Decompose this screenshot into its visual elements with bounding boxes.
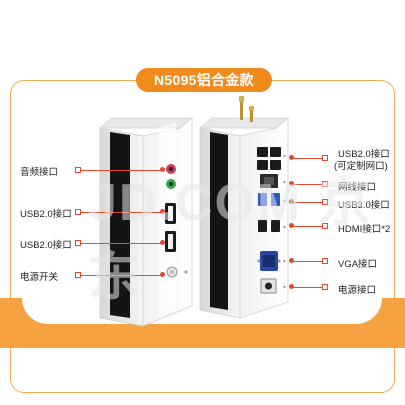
callout-dot-usb3	[289, 199, 294, 204]
label-vga-port: VGA接口	[338, 259, 378, 270]
label-power-switch: 电源开关	[20, 272, 59, 283]
callout-box-usb-2	[75, 240, 81, 246]
callout-box-usb3	[322, 199, 328, 205]
callout-dot-power-switch	[160, 272, 165, 277]
label-usb2-rear-note: (可定制网口)	[334, 161, 388, 172]
callout-line-usb2-rear	[293, 158, 323, 159]
callout-line-hdmi	[293, 226, 323, 227]
callout-box-vga	[322, 258, 328, 264]
callout-dot-usb2-rear	[289, 155, 294, 160]
callout-box-hdmi	[322, 223, 328, 229]
callout-box-power-switch	[75, 272, 81, 278]
callout-box-lan	[322, 181, 328, 187]
device-right: ▪ ▪ ▪ ▪ ▪ ▪	[198, 96, 290, 319]
label-lan-port: 网线接口	[338, 182, 377, 193]
svg-text:▪: ▪	[283, 179, 286, 184]
callout-line-usb-1	[81, 212, 161, 213]
label-hdmi-port: HDMI接口*2	[338, 224, 391, 235]
callout-dot-usb-1	[160, 209, 165, 214]
label-usb2-rear: USB2.0接口	[338, 149, 390, 160]
callout-line-power-switch	[81, 275, 161, 276]
callout-dot-hdmi	[289, 223, 294, 228]
device-left	[98, 117, 194, 327]
callout-line-usb3	[293, 202, 323, 203]
callout-box-dc-power	[322, 284, 328, 290]
svg-text:▪: ▪	[283, 224, 286, 229]
callout-dot-vga	[289, 258, 294, 263]
callout-dot-audio	[160, 167, 165, 172]
callout-line-lan	[293, 184, 323, 185]
svg-text:▪: ▪	[283, 153, 286, 158]
svg-text:▪: ▪	[283, 198, 286, 203]
callout-line-usb-2	[81, 243, 161, 244]
svg-text:▪: ▪	[283, 284, 286, 289]
callout-line-audio	[81, 170, 161, 171]
callout-dot-usb-2	[160, 240, 165, 245]
label-usb3-port: USB3.0接口	[338, 200, 390, 211]
label-audio-port: 音频接口	[20, 167, 59, 178]
callout-dot-dc-power	[289, 284, 294, 289]
label-dc-power-port: 电源接口	[338, 285, 377, 296]
callout-box-usb-1	[75, 209, 81, 215]
label-usb2-front-1: USB2.0接口	[20, 209, 72, 220]
label-usb2-front-2: USB2.0接口	[20, 240, 72, 251]
callout-line-vga	[293, 261, 323, 262]
callout-box-audio	[75, 167, 81, 173]
svg-text:▪: ▪	[283, 258, 286, 263]
callout-box-usb2-rear	[322, 155, 328, 161]
product-title: N5095铝合金款	[136, 68, 272, 92]
callout-dot-lan	[289, 181, 294, 186]
callout-line-dc-power	[293, 287, 323, 288]
